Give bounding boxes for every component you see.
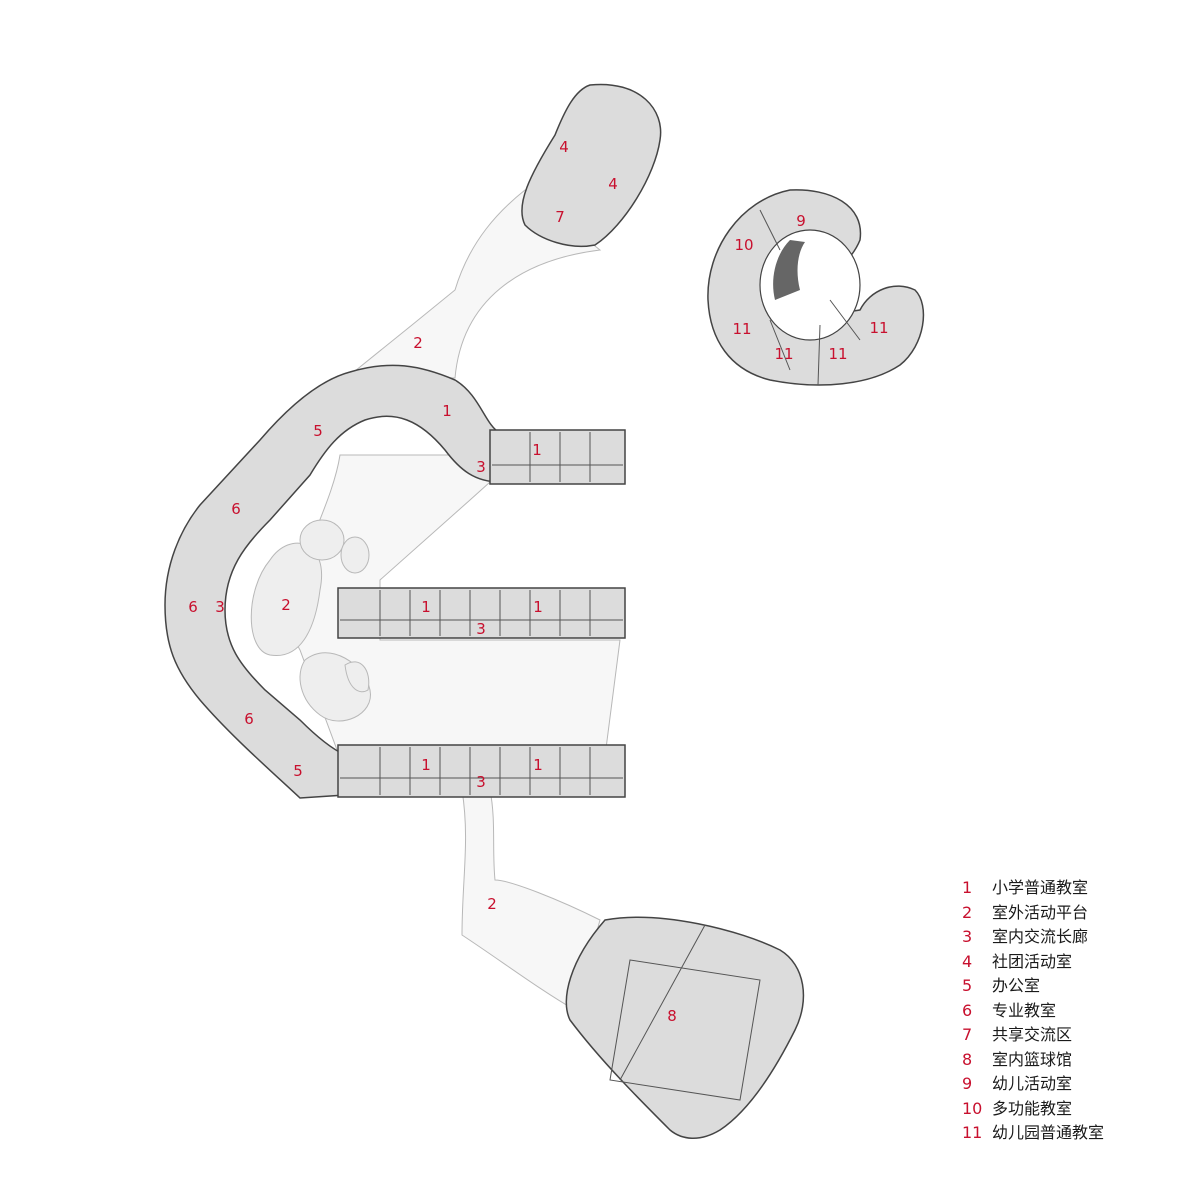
legend: 1 小学普通教室 2 室外活动平台 3 室内交流长廊 4 社团活动室 5 办公室 6 专业教室 7 共享交… bbox=[962, 876, 1162, 1146]
room-label: 3 bbox=[215, 598, 225, 616]
room-label: 1 bbox=[533, 756, 543, 774]
legend-number: 4 bbox=[962, 951, 973, 971]
legend-number: 7 bbox=[962, 1025, 973, 1044]
room-label: 11 bbox=[732, 320, 751, 338]
legend-text: 幼儿园普通教室 bbox=[992, 1123, 1105, 1142]
middle-wing bbox=[337, 587, 626, 639]
building-floors bbox=[164, 83, 805, 1139]
legend-number: 11 bbox=[962, 1123, 983, 1142]
legend-number: 2 bbox=[962, 902, 973, 922]
legend-row: 1 小学普通教室 bbox=[962, 876, 1162, 901]
legend-number: 1 bbox=[962, 878, 973, 897]
legend-row: 3 室内交流长廊 bbox=[962, 925, 1162, 950]
room-labels: 1 1 1 1 1 1 1 2 2 2 3 3 3 3 4 4 5 5 5 6 … bbox=[188, 138, 888, 1025]
legend-text: 室外活动平台 bbox=[992, 902, 1089, 922]
room-label: 1 bbox=[442, 402, 452, 420]
legend-text: 社团活动室 bbox=[992, 951, 1073, 971]
legend-number: 10 bbox=[962, 1098, 983, 1118]
legend-row: 2 室外活动平台 bbox=[962, 901, 1162, 926]
legend-row: 6 专业教室 bbox=[962, 999, 1162, 1024]
legend-number: 5 bbox=[962, 976, 973, 995]
legend-text: 多功能教室 bbox=[992, 1098, 1073, 1118]
room-label: 11 bbox=[774, 345, 793, 363]
room-label: 10 bbox=[734, 236, 753, 254]
room-label: 7 bbox=[555, 208, 565, 226]
room-label: 2 bbox=[281, 596, 291, 614]
room-label: 8 bbox=[667, 1007, 677, 1025]
legend-row: 9 幼儿活动室 bbox=[962, 1072, 1162, 1097]
room-label: 1 bbox=[421, 756, 431, 774]
room-label: 11 bbox=[828, 345, 847, 363]
room-label: 5 bbox=[293, 762, 303, 780]
room-label: 3 bbox=[476, 773, 486, 791]
legend-row: 10 多功能教室 bbox=[962, 1097, 1162, 1122]
legend-text: 幼儿活动室 bbox=[992, 1074, 1073, 1093]
legend-number: 6 bbox=[962, 1000, 973, 1020]
north-wing bbox=[489, 429, 626, 485]
room-label: 11 bbox=[869, 319, 888, 337]
legend-text: 办公室 bbox=[992, 976, 1041, 995]
legend-row: 7 共享交流区 bbox=[962, 1023, 1162, 1048]
legend-row: 5 办公室 bbox=[962, 974, 1162, 999]
kindergarten-ring bbox=[707, 189, 925, 386]
gym bbox=[565, 916, 805, 1139]
legend-row: 8 室内篮球馆 bbox=[962, 1048, 1162, 1073]
legend-text: 专业教室 bbox=[992, 1000, 1057, 1020]
legend-text: 共享交流区 bbox=[992, 1025, 1073, 1044]
room-label: 1 bbox=[421, 598, 431, 616]
legend-text: 室内篮球馆 bbox=[992, 1049, 1073, 1069]
room-label: 2 bbox=[413, 334, 423, 352]
outdoor-platforms bbox=[291, 189, 621, 1011]
legend-number: 9 bbox=[962, 1074, 973, 1093]
legend-row: 11 幼儿园普通教室 bbox=[962, 1121, 1162, 1146]
room-label: 9 bbox=[796, 212, 806, 230]
legend-row: 4 社团活动室 bbox=[962, 950, 1162, 975]
legend-number: 3 bbox=[962, 927, 973, 946]
room-label: 3 bbox=[476, 458, 486, 476]
room-partitions bbox=[340, 209, 861, 1101]
south-wing bbox=[337, 744, 626, 798]
room-label: 1 bbox=[533, 598, 543, 616]
courtyard-features bbox=[250, 519, 371, 722]
north-pod bbox=[521, 83, 662, 247]
room-label: 5 bbox=[313, 422, 323, 440]
room-label: 1 bbox=[532, 441, 542, 459]
room-label: 2 bbox=[487, 895, 497, 913]
room-label: 6 bbox=[188, 598, 198, 616]
room-label: 4 bbox=[559, 138, 569, 156]
room-label: 3 bbox=[476, 620, 486, 638]
room-label: 6 bbox=[231, 500, 241, 518]
room-label: 6 bbox=[244, 710, 254, 728]
room-label: 4 bbox=[608, 175, 618, 193]
legend-number: 8 bbox=[962, 1049, 973, 1069]
legend-text: 小学普通教室 bbox=[992, 878, 1089, 897]
legend-text: 室内交流长廊 bbox=[992, 927, 1089, 946]
